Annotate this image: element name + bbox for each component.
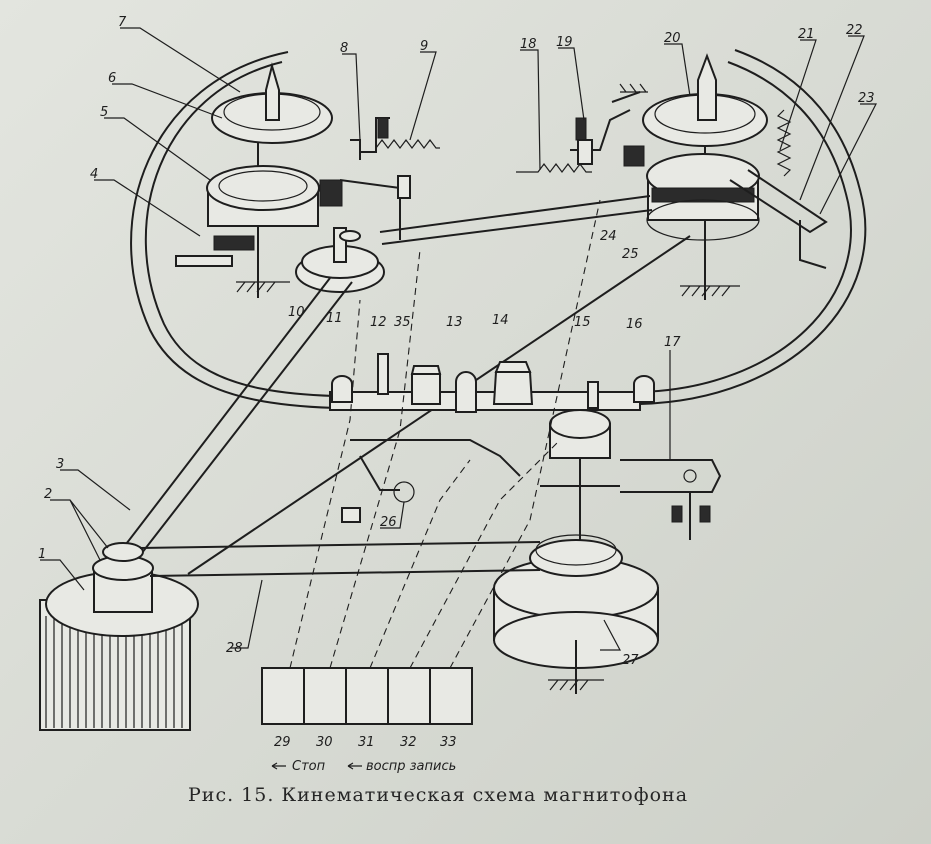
button-number-labels: 29 30 31 32 33 (274, 735, 457, 750)
part-number-21: 21 (798, 27, 815, 42)
part-number-17: 17 (664, 335, 681, 350)
part-number-13: 13 (446, 315, 463, 330)
legend-stop: Стоп (292, 759, 326, 774)
linkage-17 (540, 459, 722, 540)
belt-flywheel-bottom (149, 569, 541, 577)
button-number-29: 29 (274, 735, 291, 750)
belt-upper-2 (381, 209, 653, 245)
left-reel-assembly (175, 62, 343, 298)
linkage-26 (341, 439, 521, 523)
part-number-8: 8 (340, 41, 348, 56)
legend-arrows (271, 762, 362, 770)
part-number-3: 3 (56, 457, 64, 472)
motor-1 (39, 542, 199, 731)
part-number-5: 5 (100, 105, 108, 120)
button-number-33: 33 (440, 735, 457, 750)
button-number-30: 30 (316, 735, 333, 750)
part-number-10: 10 (288, 305, 305, 320)
part-number-4: 4 (90, 167, 98, 182)
pulley-10-11 (295, 227, 385, 293)
right-reel-assembly (611, 53, 828, 300)
part-number-14: 14 (492, 313, 509, 328)
arrow-left-icon-2 (347, 762, 362, 770)
part-number-24: 24 (600, 229, 617, 244)
button-panel (261, 667, 473, 725)
part-number-28: 28 (226, 641, 243, 656)
arrow-left-icon (271, 762, 286, 770)
belt-motor-left-2 (137, 281, 353, 559)
part-number-18: 18 (520, 37, 537, 52)
part-number-16: 16 (626, 317, 643, 332)
capstan-15 (549, 409, 611, 540)
button-number-31: 31 (358, 735, 375, 750)
part-number-11: 11 (326, 311, 343, 326)
part-number-26: 26 (380, 515, 397, 530)
figure-caption: Рис. 15. Кинематическая схема магнитофон… (188, 784, 689, 806)
belt-upper-1 (379, 195, 651, 233)
head-deck (329, 353, 655, 413)
part-number-35: 35 (394, 315, 411, 330)
belt-flywheel-top (139, 541, 541, 549)
part-number-23: 23 (858, 91, 875, 106)
part-number-2: 2 (44, 487, 52, 502)
leader-lines (40, 27, 877, 651)
part-number-22: 22 (846, 23, 863, 38)
part-number-15: 15 (574, 315, 591, 330)
belt-motor-left (119, 277, 331, 553)
part-number-labels: 1 2 3 4 5 6 7 8 9 10 11 12 13 14 15 16 1… (38, 15, 875, 668)
right-brake (516, 109, 631, 173)
legend-playback-record: воспр запись (366, 759, 456, 774)
part-number-19: 19 (556, 35, 573, 50)
button-block (261, 667, 473, 725)
control-dashed-lines (289, 199, 601, 669)
part-number-7: 7 (118, 15, 127, 30)
left-brake (339, 117, 440, 240)
part-number-12: 12 (370, 315, 387, 330)
button-number-32: 32 (400, 735, 417, 750)
part-number-1: 1 (38, 547, 46, 562)
flywheel-27 (493, 534, 659, 694)
part-number-6: 6 (108, 71, 116, 86)
part-number-27: 27 (622, 653, 639, 668)
part-number-9: 9 (420, 39, 428, 54)
part-number-25: 25 (622, 247, 639, 262)
part-number-20: 20 (664, 31, 681, 46)
